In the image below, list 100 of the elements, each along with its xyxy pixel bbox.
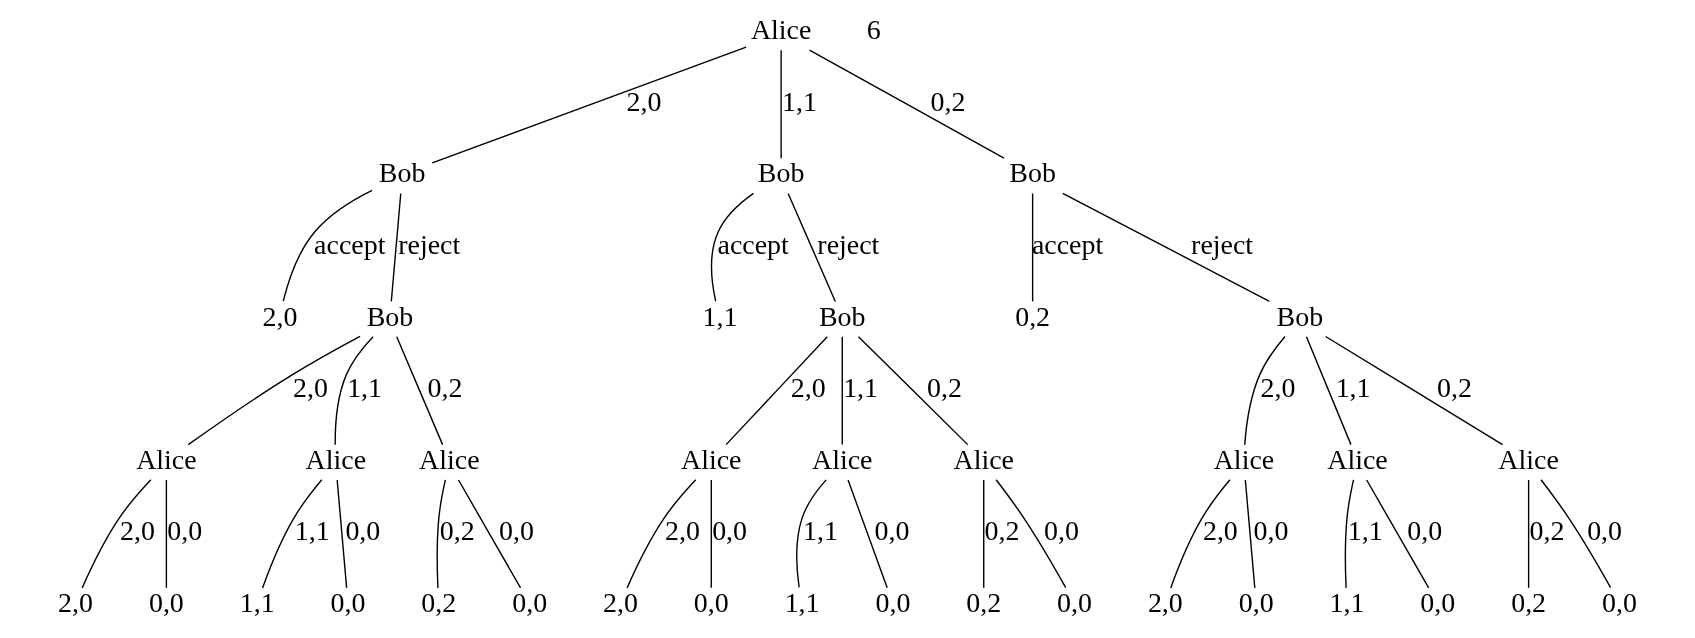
connector xyxy=(1540,479,1612,589)
connector xyxy=(1305,336,1352,446)
connector xyxy=(165,479,168,589)
edge-label: 0,2 xyxy=(926,372,962,404)
edge-label: 1,1 xyxy=(347,372,383,404)
node-text: 0,0 xyxy=(330,587,366,619)
edge-label: 0,0 xyxy=(1587,515,1623,547)
node-text: 2,0 xyxy=(1147,587,1183,619)
edge-label: 0,2 xyxy=(1436,372,1472,404)
node-text: Alice xyxy=(750,14,812,46)
connector xyxy=(282,189,373,302)
node-text: 0,0 xyxy=(148,587,184,619)
connector xyxy=(841,336,843,446)
edge-label: reject xyxy=(1191,229,1254,261)
edge-label: 0,0 xyxy=(874,515,910,547)
connector xyxy=(725,336,828,446)
node-text: 0,2 xyxy=(966,587,1002,619)
node-text: 0,0 xyxy=(1057,587,1092,619)
connector xyxy=(1244,479,1256,589)
node-text: 1,1 xyxy=(1329,587,1365,619)
connector xyxy=(1244,335,1286,446)
edge-label: accept xyxy=(314,229,386,261)
node-text: 0,0 xyxy=(1601,587,1637,619)
edge-label: 0,0 xyxy=(1253,515,1289,547)
node-text: Bob xyxy=(757,157,805,189)
node-text: Alice xyxy=(681,443,742,475)
edge-label: 0,2 xyxy=(984,515,1020,547)
edge-label: 1,1 xyxy=(802,515,838,547)
edge-label: 0,0 xyxy=(167,515,203,547)
node-text: Alice xyxy=(812,443,873,475)
connector xyxy=(780,49,782,159)
node-text: 0,0 xyxy=(1238,587,1274,619)
node-text: 0,2 xyxy=(1015,300,1051,332)
edge-label: 1,1 xyxy=(1335,372,1371,404)
edge-label: 0,0 xyxy=(345,515,381,547)
connector xyxy=(808,49,1005,159)
connector xyxy=(457,479,522,589)
connector xyxy=(336,479,348,589)
edge-label: reject xyxy=(398,229,461,261)
connector xyxy=(81,479,152,589)
connector xyxy=(1324,335,1504,446)
connector xyxy=(431,46,747,164)
node-text: 0,2 xyxy=(1511,587,1547,619)
node-text: Alice xyxy=(953,443,1014,475)
edge-label: accept xyxy=(1031,229,1104,261)
connector xyxy=(626,479,697,589)
edge-label: accept xyxy=(717,229,789,261)
edge-label: 2,0 xyxy=(790,372,826,404)
node-text: 1,1 xyxy=(702,300,738,332)
connector xyxy=(1366,479,1430,589)
edge-label: 1,1 xyxy=(1347,515,1383,547)
connector xyxy=(710,479,712,589)
connector xyxy=(396,336,444,446)
node-text: 1,1 xyxy=(784,587,820,619)
node-text: Bob xyxy=(818,300,866,332)
edge-label: 0,2 xyxy=(930,85,966,117)
connector xyxy=(334,335,374,446)
connector xyxy=(1170,479,1231,589)
node-text: 1,1 xyxy=(239,587,275,619)
node-text: Alice xyxy=(1213,443,1275,475)
edge-label: 0,0 xyxy=(499,515,535,547)
edge-label: 1,1 xyxy=(782,85,817,117)
node-text: 0,0 xyxy=(875,587,911,619)
node-text: 0,2 xyxy=(421,587,457,619)
edge-label: 2,0 xyxy=(1260,372,1296,404)
connector xyxy=(710,192,755,302)
node-text: 0,0 xyxy=(512,587,548,619)
connector xyxy=(847,479,888,589)
edge-label: 1,1 xyxy=(843,372,879,404)
edge-label: 2,0 xyxy=(120,515,156,547)
edge-label: 2,0 xyxy=(665,515,700,547)
connector xyxy=(995,479,1067,589)
edge-label: 1,1 xyxy=(294,515,330,547)
node-text: Alice xyxy=(136,443,197,475)
node-text: Alice xyxy=(1327,443,1388,475)
node-text: Alice xyxy=(1498,443,1559,475)
connector xyxy=(983,479,985,589)
connector xyxy=(187,335,361,446)
edge-label: 0,0 xyxy=(712,515,748,547)
node-text: Alice xyxy=(419,443,480,475)
connector xyxy=(796,479,827,589)
connector xyxy=(1527,479,1530,589)
edge-label: 0,2 xyxy=(427,372,463,404)
edge-label: reject xyxy=(817,229,880,261)
connector xyxy=(261,479,323,589)
connector xyxy=(1031,192,1034,303)
node-text: Bob xyxy=(378,157,426,189)
edge-label: 0,0 xyxy=(1043,515,1079,547)
connector xyxy=(390,192,402,303)
edge-label: 2,0 xyxy=(293,372,328,404)
node-text: 2,0 xyxy=(58,587,94,619)
edge-label: 0,2 xyxy=(1529,515,1565,547)
node-text: Bob xyxy=(1276,300,1324,332)
node-text: Bob xyxy=(366,300,414,332)
node-text: 0,0 xyxy=(1420,587,1456,619)
connector xyxy=(787,192,837,303)
edge-label: 2,0 xyxy=(1202,515,1238,547)
edge-label: 0,2 xyxy=(439,515,475,547)
label: 6 xyxy=(866,14,881,46)
connector xyxy=(1344,479,1355,589)
